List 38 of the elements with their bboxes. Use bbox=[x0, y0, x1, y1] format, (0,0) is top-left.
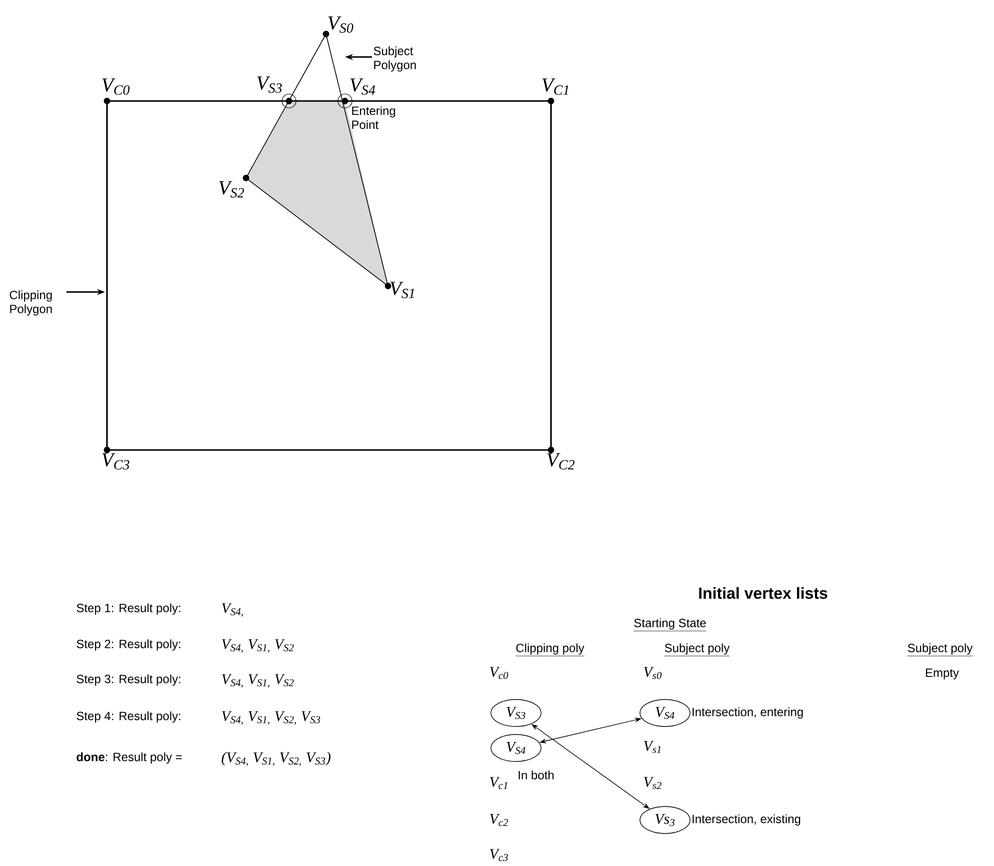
callout-text: Clipping Polygon bbox=[10, 290, 52, 316]
list-item: V$_{s1}$ bbox=[644, 740, 661, 754]
step-text: Step 1: Result poly: bbox=[76, 603, 180, 615]
vertex-label: V$_{C3}$ bbox=[102, 453, 130, 470]
vertex-label: V$_{C2}$ bbox=[547, 453, 574, 470]
step-text: done: Result poly = bbox=[76, 752, 182, 764]
callout-text: Entering Point bbox=[352, 106, 396, 129]
vertex-label: V$_{S0}$ bbox=[328, 16, 354, 33]
vertex-label: V$_{C0}$ bbox=[102, 78, 130, 95]
column-heading: Subject poly bbox=[664, 643, 730, 656]
vertex-label: V$_{S4}$ bbox=[350, 78, 376, 95]
vertex-label: V$_{S3}$ bbox=[257, 76, 282, 93]
result-list: (V$_{S4,}$ V$_{S1,}$ V$_{S2,}$ V$_{S3}$) bbox=[222, 752, 330, 766]
side-note: Intersection, entering bbox=[692, 707, 803, 719]
vertex-label: V$_{S2}$ bbox=[219, 181, 244, 198]
list-item: V$_{c1}$ bbox=[490, 776, 508, 790]
result-list: V$_{S4,}$ bbox=[222, 603, 243, 617]
result-list: V$_{S4,}$ V$_{S1,}$ V$_{S2}$ bbox=[222, 639, 294, 653]
result-list: V$_{S4,}$ V$_{S1,}$ V$_{S2}$ bbox=[222, 674, 294, 688]
column-heading: Clipping poly bbox=[515, 643, 585, 656]
result-list: V$_{S4,}$ V$_{S1,}$ V$_{S2,}$ V$_{S3}$ bbox=[222, 711, 320, 725]
list-item: V$_{c0}$ bbox=[490, 666, 508, 680]
list-item: V$_{c2}$ bbox=[490, 814, 508, 826]
list-item: In both bbox=[518, 770, 554, 780]
step-text: Step 3: Result poly: bbox=[76, 674, 180, 686]
list-item: Empty bbox=[926, 668, 959, 680]
list-item: V$_{s0}$ bbox=[644, 666, 662, 680]
list-item: V$_{c3}$ bbox=[490, 848, 508, 862]
side-note: Intersection, existing bbox=[692, 814, 800, 826]
step-text: Step 4: Result poly: bbox=[76, 711, 180, 723]
column-heading: Subject poly bbox=[907, 643, 973, 656]
vertex-label: V$_{C1}$ bbox=[542, 78, 568, 95]
section-title: Initial vertex lists bbox=[699, 587, 828, 599]
column-heading: Starting State bbox=[633, 618, 707, 632]
vertex-label: V$_{S1}$ bbox=[390, 282, 414, 298]
list-item: V$_{s2}$ bbox=[644, 776, 662, 790]
callout-text: Subject Polygon bbox=[374, 46, 416, 72]
step-text: Step 2: Result poly: bbox=[76, 639, 180, 651]
